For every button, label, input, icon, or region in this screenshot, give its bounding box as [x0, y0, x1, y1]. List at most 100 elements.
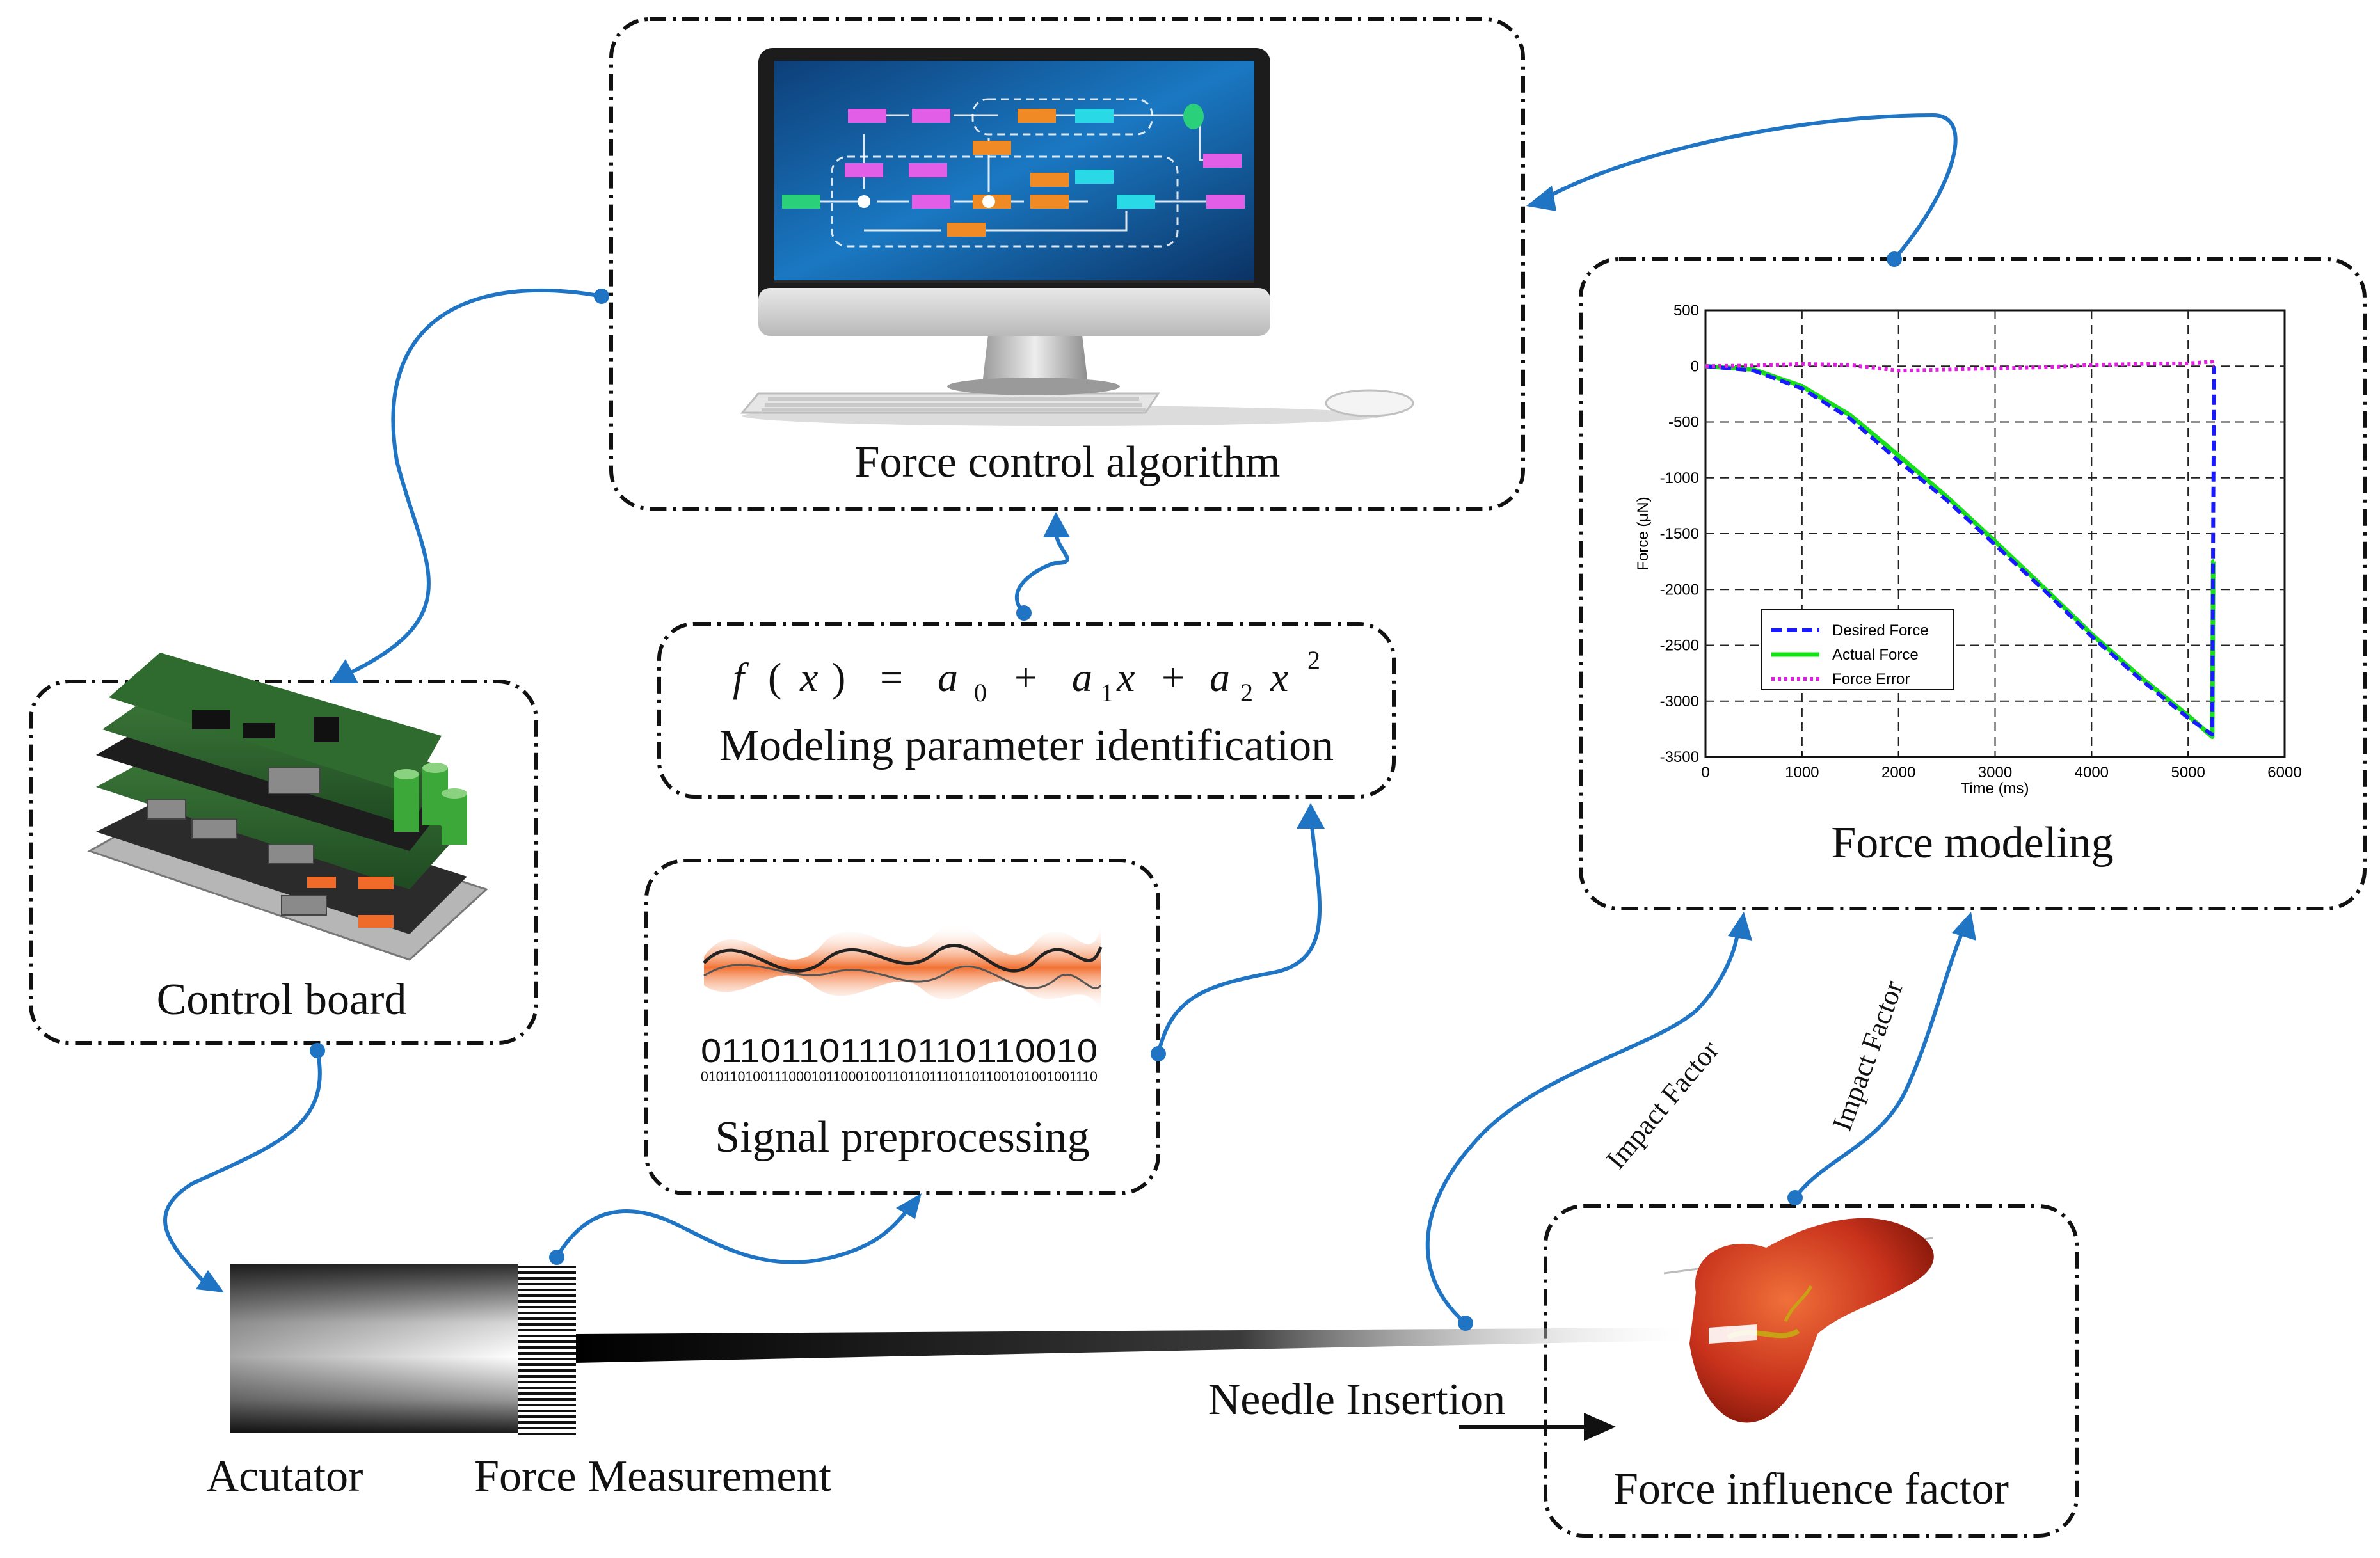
sensor-stripe — [518, 1369, 576, 1372]
connector-control-to-board — [344, 288, 602, 677]
impact-factor-label-2: Impact Factor — [1826, 976, 1909, 1135]
x-tick-label: 1000 — [1785, 764, 1819, 781]
sensor-stripe — [518, 1346, 576, 1349]
sensor-stripe — [518, 1294, 576, 1297]
liver-illustration — [1663, 1218, 1934, 1423]
eq-sup2: 2 — [1307, 646, 1320, 674]
force-influence-label: Force influence factor — [1613, 1465, 2009, 1514]
sensor-stripe — [518, 1358, 576, 1360]
signal-preprocessing-label: Signal preprocessing — [715, 1113, 1089, 1162]
keyboard-keys — [762, 397, 1146, 411]
eq-sub0: 0 — [974, 678, 987, 707]
x-axis-label: Time (ms) — [1960, 780, 2029, 797]
y-tick-label: -3000 — [1660, 693, 1699, 710]
sensor-stripe — [518, 1363, 576, 1366]
sensor-stripe — [518, 1433, 576, 1435]
sensor-stripe — [518, 1266, 576, 1268]
signal-preprocessing-box — [644, 859, 1160, 1195]
legend-label: Force Error — [1832, 671, 1910, 688]
x-tick-label: 0 — [1701, 764, 1709, 781]
x-tick-label: 4000 — [2075, 764, 2109, 781]
y-tick-label: -2000 — [1660, 581, 1699, 598]
series-force-error — [1705, 360, 2216, 373]
connector-modeling-to-control — [1541, 113, 1958, 260]
force-control-label: Force control algorithm — [855, 438, 1281, 487]
eq-equals: = — [880, 655, 903, 700]
sensor-stripe — [518, 1375, 576, 1378]
force-sensor-illustration — [518, 1264, 576, 1435]
eq-a2: a — [1210, 655, 1230, 700]
y-tick-label: 0 — [1691, 358, 1699, 375]
sensor-stripe — [518, 1306, 576, 1308]
eq-x: x — [799, 655, 818, 700]
connector-influence-to-modeling — [1793, 933, 1963, 1199]
y-axis-label: Force (μN) — [1634, 497, 1652, 570]
eq-x1: x — [1116, 655, 1135, 700]
sensor-stripe — [518, 1289, 576, 1291]
force-measurement-label: Force Measurement — [474, 1452, 831, 1501]
y-tick-label: -500 — [1668, 414, 1699, 431]
eq-a0: a — [938, 655, 958, 700]
needle-illustration — [576, 1328, 1683, 1363]
chart-series — [1705, 360, 2216, 740]
needle-insertion-label: Needle Insertion — [1208, 1375, 1506, 1424]
connector-param-to-control — [1015, 530, 1069, 615]
eq-rparen: ) — [832, 655, 845, 700]
x-tick-label: 2000 — [1881, 764, 1915, 781]
computer-illustration — [740, 48, 1414, 426]
series-desired-force — [1705, 364, 2216, 737]
eq-plus1: + — [1014, 655, 1037, 700]
sensor-stripe — [518, 1398, 576, 1401]
y-tick-label: -3500 — [1660, 749, 1699, 766]
eq-sub1: 1 — [1101, 678, 1114, 707]
actuator-illustration — [230, 1264, 518, 1433]
impact-factor-label-1: Impact Factor — [1600, 1035, 1725, 1175]
binary-line-2: 0101101001110001011000100110110111011011… — [701, 1069, 1098, 1085]
eq-a1: a — [1072, 655, 1092, 700]
sensor-stripe — [518, 1381, 576, 1383]
screen-block-diagram — [782, 98, 1245, 248]
sensor-stripe — [518, 1300, 576, 1303]
binary-line-1: 01101101110110110010 — [701, 1033, 1098, 1070]
modeling-parameter-label: Modeling parameter identification — [719, 721, 1334, 770]
connector-signal-to-param — [1156, 825, 1322, 1054]
actuator-label: Acutator — [207, 1452, 363, 1501]
sensor-stripe — [518, 1329, 576, 1331]
needle-direction-arrow — [1459, 1413, 1616, 1441]
control-board-illustration — [87, 653, 488, 961]
y-tick-label: -2500 — [1660, 637, 1699, 655]
sensor-stripe — [518, 1387, 576, 1389]
eq-sub2: 2 — [1240, 678, 1253, 707]
sensor-stripe — [518, 1392, 576, 1395]
sensor-stripe — [518, 1283, 576, 1285]
sensor-stripe — [518, 1404, 576, 1406]
y-tick-labels: 5000-500-1000-1500-2000-2500-3000-3500 — [1660, 302, 1699, 766]
sensor-stripe — [518, 1415, 576, 1418]
y-tick-label: -1500 — [1660, 525, 1699, 543]
control-board-label: Control board — [157, 975, 407, 1024]
sensor-stripe — [518, 1352, 576, 1355]
sensor-stripe — [518, 1410, 576, 1412]
sensor-stripe — [518, 1421, 576, 1424]
sensor-stripe — [518, 1271, 576, 1274]
sensor-stripe — [518, 1317, 576, 1320]
eq-x2: x — [1270, 655, 1288, 700]
connectors — [163, 113, 1976, 1331]
eq-lparen: ( — [768, 655, 781, 700]
x-tick-label: 3000 — [1978, 764, 2012, 781]
x-tick-label: 5000 — [2171, 764, 2205, 781]
sensor-stripe — [518, 1427, 576, 1429]
signal-illustration: 01101101110110110010 0101101001110001011… — [701, 925, 1103, 1085]
sensor-stripe — [518, 1277, 576, 1280]
connector-needle-to-modeling — [1425, 934, 1739, 1325]
force-modeling-label: Force modeling — [1831, 818, 2113, 868]
sensor-stripe — [518, 1335, 576, 1337]
y-tick-label: 500 — [1673, 302, 1699, 319]
sensor-stripe — [518, 1312, 576, 1314]
connector-sensor-to-signal — [555, 1207, 911, 1264]
force-influence-box — [1544, 1204, 2079, 1538]
